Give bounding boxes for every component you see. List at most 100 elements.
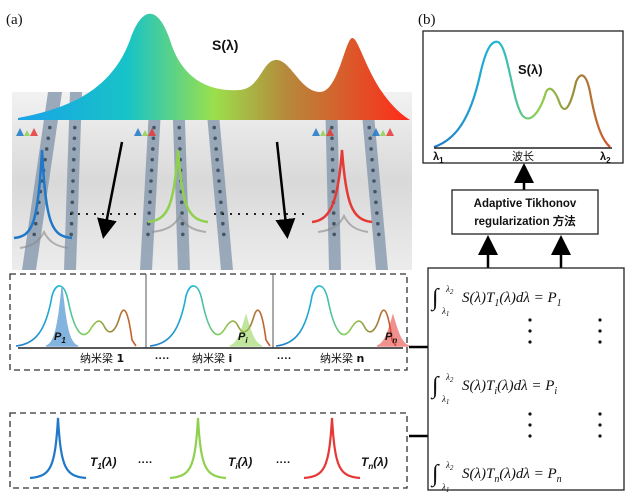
hole xyxy=(217,179,221,183)
lambda-1: λ1 xyxy=(433,151,444,165)
hole xyxy=(181,232,185,237)
hole xyxy=(332,232,337,237)
hole xyxy=(219,200,223,205)
cell-spectrum xyxy=(275,285,397,347)
spectrum-label-b: S(λ) xyxy=(518,62,543,77)
hole xyxy=(71,157,76,162)
hole xyxy=(367,125,372,130)
recovered-spectrum-box xyxy=(422,30,624,164)
cell-overlap-peak xyxy=(229,313,263,347)
ellipsis-3: ···· xyxy=(138,457,153,469)
hole xyxy=(69,232,73,237)
vdots xyxy=(528,318,602,438)
cell-power-label: Pn xyxy=(385,331,397,345)
hole xyxy=(330,125,334,130)
hole xyxy=(377,232,381,237)
lambda-2: λ2 xyxy=(600,151,611,165)
hole xyxy=(180,211,184,215)
hole xyxy=(32,232,36,237)
hole xyxy=(151,147,155,151)
nanobeam-peak-red xyxy=(311,149,373,224)
integral-upper: λ2 xyxy=(445,284,454,296)
hole xyxy=(177,125,181,130)
cell-spectrum xyxy=(149,285,271,347)
hole xyxy=(330,168,335,173)
integral-sign: ∫ xyxy=(430,373,440,400)
cell-spectrum xyxy=(15,285,137,347)
hole xyxy=(374,200,378,205)
hole xyxy=(150,157,154,162)
integral-lower: λ1 xyxy=(441,394,449,406)
hole xyxy=(332,221,336,226)
product-box xyxy=(9,273,408,371)
product-cells: P1 Pi Pn xyxy=(15,285,410,347)
photonic-crystal-holes xyxy=(32,125,381,237)
panel-a-label: (a) xyxy=(6,12,23,28)
panel-b-label: (b) xyxy=(418,12,436,28)
beam-label-n: 纳米梁 n xyxy=(320,351,364,365)
hole xyxy=(330,157,335,162)
hole xyxy=(216,168,220,173)
hole xyxy=(376,221,380,226)
hole xyxy=(71,168,76,173)
equation-body: S(λ)Ti(λ)dλ = Pi xyxy=(462,378,557,397)
method-line-2: regularization 方法 xyxy=(474,214,576,228)
hole xyxy=(72,136,77,141)
hole xyxy=(177,136,182,141)
input-spectrum xyxy=(18,13,410,120)
hole xyxy=(48,125,52,130)
beam-label-i: 纳米梁 i xyxy=(192,351,232,365)
hole xyxy=(70,200,75,205)
hole xyxy=(72,147,76,151)
transmission-box xyxy=(9,412,408,489)
hole xyxy=(213,136,217,141)
hole xyxy=(212,125,216,130)
arrow-down-right xyxy=(275,141,296,239)
hole xyxy=(44,147,49,151)
transmission-peak-i xyxy=(169,417,227,480)
hole xyxy=(70,189,75,194)
integral-sign: ∫ xyxy=(430,285,440,312)
integral-upper: λ2 xyxy=(445,372,454,384)
axis-label-wavelength: 波长 xyxy=(512,150,534,163)
hole xyxy=(46,136,51,141)
hole xyxy=(152,125,156,130)
cell-overlap-peak xyxy=(45,287,79,347)
hole xyxy=(371,168,375,173)
cell-power-label: P1 xyxy=(54,331,66,345)
hole xyxy=(222,232,226,237)
ellipsis-4: ···· xyxy=(276,457,291,469)
hole xyxy=(370,157,374,162)
hole xyxy=(372,179,376,183)
hole xyxy=(149,168,154,173)
hole xyxy=(178,147,182,151)
nanobeam-peak-blue xyxy=(13,149,73,240)
recovered-spectrum xyxy=(433,40,611,149)
integral-sign: ∫ xyxy=(430,461,440,488)
cell-overlap-peak xyxy=(376,313,410,347)
hole xyxy=(214,147,218,151)
hole xyxy=(331,179,335,183)
hole xyxy=(149,179,153,183)
equation-body: S(λ)T1(λ)dλ = P1 xyxy=(462,290,562,309)
transmission-peak-n xyxy=(303,417,361,480)
cell-power-label: Pi xyxy=(238,331,248,345)
equations: ∫ λ2 λ1 S(λ)T1(λ)dλ = P1 ∫ λ2 λ1 S(λ)Ti(λ)dλ = … xyxy=(430,284,562,494)
spectrum-label-a: S(λ) xyxy=(212,37,238,53)
integral-lower: λ1 xyxy=(441,482,449,494)
hole xyxy=(33,221,38,226)
hole xyxy=(375,211,379,215)
hole xyxy=(151,136,156,141)
mini-peaks xyxy=(16,128,394,136)
nanobeam-peak-green xyxy=(147,149,209,224)
beam-label-1: 纳米梁 1 xyxy=(80,351,124,365)
ellipsis-2: ···· xyxy=(277,353,292,365)
hole xyxy=(180,221,185,226)
hole xyxy=(73,125,77,130)
integral-upper: λ2 xyxy=(445,460,454,472)
hole xyxy=(148,189,153,194)
hole xyxy=(146,232,150,237)
